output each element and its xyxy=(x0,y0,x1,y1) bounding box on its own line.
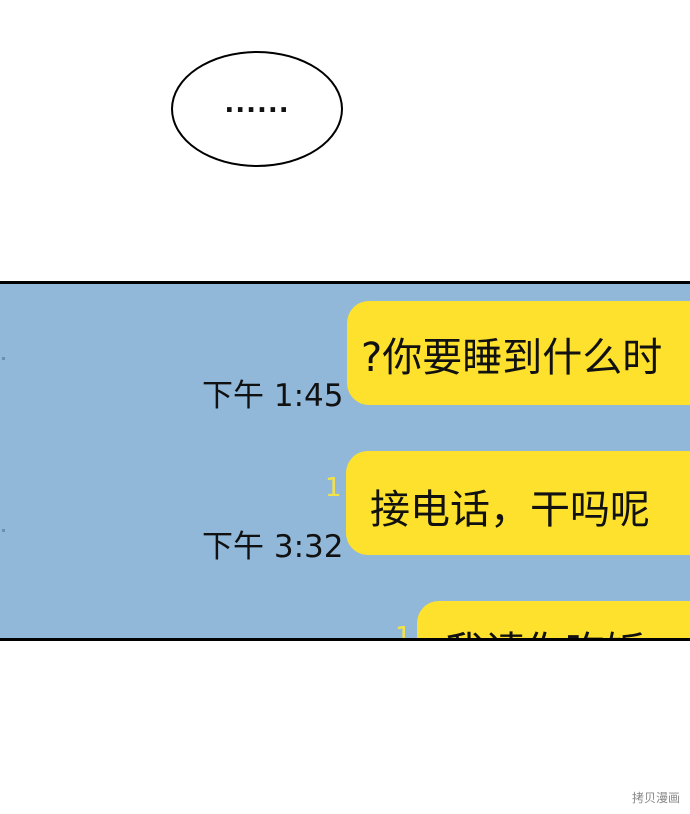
avatar-edge-mark xyxy=(2,529,5,532)
message-text: ?你要睡到什么时 xyxy=(361,335,663,381)
unread-count: 1 xyxy=(325,473,342,503)
message-text: 我请你吃饭 xyxy=(445,619,645,638)
unread-count: 1 xyxy=(395,622,412,641)
watermark: 拷贝漫画 xyxy=(631,791,680,805)
message-bubble: 接电话，干吗呢 xyxy=(346,451,690,555)
message-timestamp: 下午 1:45 xyxy=(202,378,344,414)
chat-screen-panel: ?你要睡到什么时 下午 1:45 1 接电话，干吗呢 下午 3:32 1 我请你… xyxy=(0,281,690,641)
message-timestamp: 下午 3:32 xyxy=(202,529,344,565)
message-bubble: 我请你吃饭 xyxy=(417,601,690,638)
speech-bubble-text: ...... xyxy=(224,89,290,119)
avatar-edge-mark xyxy=(2,357,5,360)
message-bubble: ?你要睡到什么时 xyxy=(347,301,690,405)
speech-bubble: ...... xyxy=(171,51,343,167)
message-text: 接电话，干吗呢 xyxy=(370,487,650,533)
